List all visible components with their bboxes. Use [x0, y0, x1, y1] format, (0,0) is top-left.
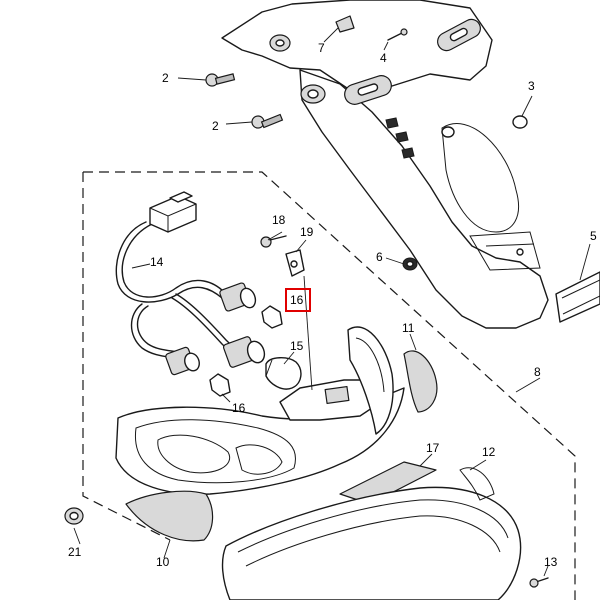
callout-4: 4: [380, 51, 387, 65]
bracket-upper-curve: [347, 326, 394, 435]
wire-coupler: [149, 191, 197, 233]
bulb-socket-left: [165, 346, 200, 376]
wedge-bulb-upper: [261, 305, 283, 329]
callout-18: 18: [272, 213, 286, 227]
callout-3: 3: [528, 79, 535, 93]
callout-11: 11: [402, 321, 415, 335]
callout-10: 10: [156, 555, 170, 569]
bolt-2-lower: [251, 113, 284, 129]
grommet-21: [64, 507, 84, 525]
wedge-bulb-lower: [209, 373, 231, 397]
callout-16-highlighted: 16: [290, 293, 304, 307]
bolt-2-upper: [205, 73, 236, 87]
bracket-grommet-upper: [437, 18, 481, 52]
nut-3: [512, 115, 528, 129]
nut-6: [402, 257, 418, 271]
tail-light-housing: [115, 379, 405, 495]
callout-labels: 2 2 3 4 5 6 7 8 10 11 12 13 14 15 16 16 …: [68, 41, 597, 569]
bulb-socket-upper: [219, 282, 257, 312]
callout-19: 19: [300, 225, 314, 239]
reflector-plate-11: [403, 350, 438, 413]
callout-7: 7: [318, 41, 325, 55]
callout-14: 14: [150, 255, 164, 269]
callout-6: 6: [376, 250, 383, 264]
bracket-grommet-lower: [344, 75, 392, 105]
callout-highlight-box: [285, 288, 311, 312]
screw-4: [387, 28, 408, 41]
callout-13: 13: [544, 555, 558, 569]
screw-13: [529, 577, 549, 588]
callout-5: 5: [590, 229, 597, 243]
lens-cover-10: [125, 490, 214, 542]
callout-8: 8: [534, 365, 541, 379]
rear-fender-bracket: [221, 0, 549, 329]
callout-2-lower: 2: [212, 119, 219, 133]
reflector: [555, 271, 600, 323]
callout-2-upper: 2: [162, 71, 169, 85]
mounting-bracket-19: [285, 249, 305, 277]
clip-7: [335, 15, 355, 33]
bulb-socket-lower: [222, 336, 266, 368]
bulb-15: [265, 357, 302, 390]
lower-cover-12: [221, 467, 522, 600]
callout-15: 15: [290, 339, 304, 353]
callout-12: 12: [482, 445, 496, 459]
leader-lines: [73, 27, 591, 577]
callout-21: 21: [68, 545, 82, 559]
callout-16-lower: 16: [232, 401, 246, 415]
assembly-outline-dashed: [82, 171, 576, 600]
callout-17: 17: [426, 441, 440, 455]
screw-18: [260, 235, 287, 248]
